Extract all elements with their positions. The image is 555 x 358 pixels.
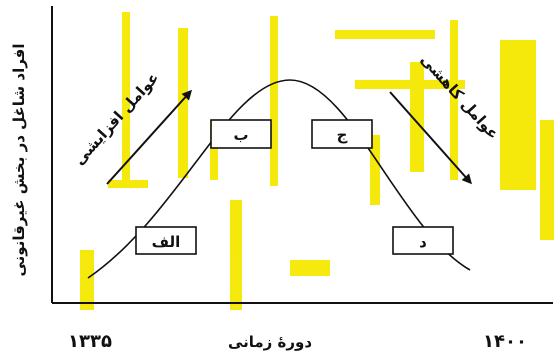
- box-be-label: ب: [233, 126, 248, 144]
- watermark: [80, 12, 554, 310]
- box-dal-label: د: [419, 233, 427, 251]
- increasing-factors-label: عوامل افزایشی: [70, 69, 162, 169]
- box-jim: ج: [311, 119, 373, 149]
- decreasing-factors-label: عوامل کاهشی: [417, 51, 503, 143]
- x-end-label: ۱۴۰۰: [483, 331, 527, 352]
- x-axis-label: دورهٔ زمانی: [228, 333, 312, 351]
- box-alef: الف: [135, 226, 197, 255]
- decreasing-factors-arrow: [389, 91, 472, 185]
- increasing-factors-arrow: [106, 89, 193, 185]
- y-axis-label: افراد شاغل در بخش غیرقانونی: [10, 43, 28, 276]
- bell-curve: [87, 79, 471, 279]
- box-alef-label: الف: [152, 233, 181, 251]
- box-jim-label: ج: [337, 126, 348, 144]
- x-start-label: ۱۳۳۵: [68, 331, 112, 352]
- box-be: ب: [210, 119, 272, 149]
- box-dal: د: [392, 226, 454, 255]
